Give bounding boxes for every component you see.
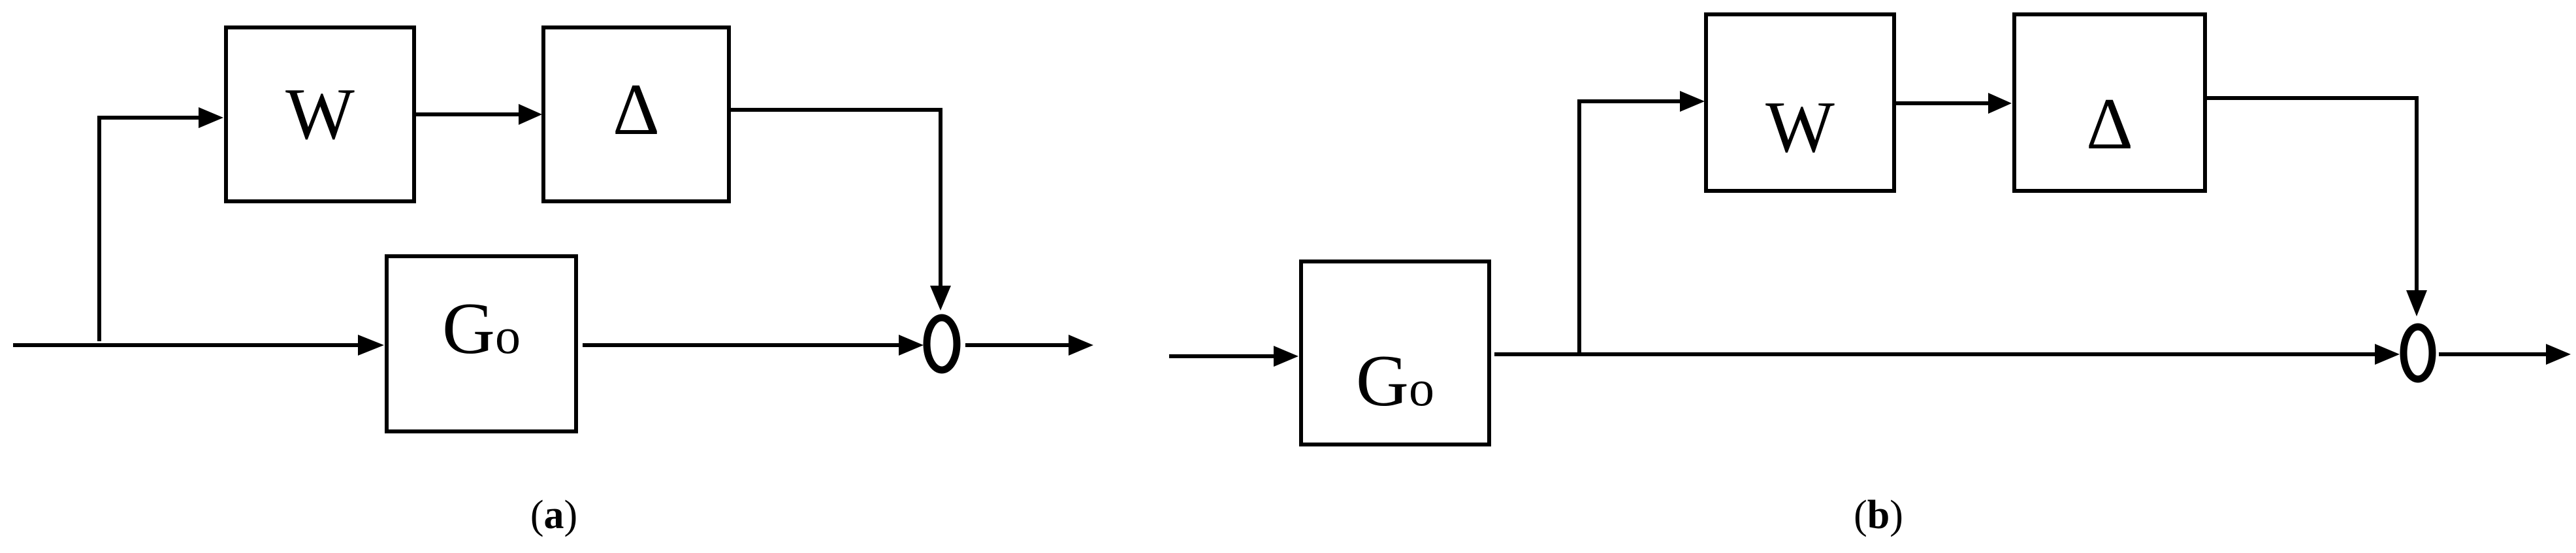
b-input-arrowhead [1274, 346, 1298, 367]
a-plant-label: Go [442, 288, 521, 369]
a-delta-to-sum-wire [730, 108, 942, 288]
b-caption: (b) [1854, 493, 1903, 537]
a-delta-to-sum-arrowhead [930, 286, 951, 310]
a-plant-block [385, 254, 578, 433]
b-uncertainty-label: Δ [2086, 84, 2133, 165]
b-delta-to-sum-wire [2206, 96, 2419, 291]
a-branch-wire [97, 116, 202, 341]
b-delta-to-sum-arrowhead [2406, 290, 2427, 316]
a-caption-letter: a [544, 493, 564, 537]
a-uncertainty-label: Δ [613, 69, 660, 150]
b-caption-letter: b [1867, 493, 1890, 537]
a-input-arrowhead [358, 335, 384, 356]
b-plant-label-main: G [1356, 341, 1409, 422]
panel-b: W Δ Go (b) [1169, 12, 2571, 537]
a-plant-label-main: G [442, 288, 495, 369]
a-w-to-delta-arrowhead [519, 104, 542, 125]
b-uncertainty-block [2012, 12, 2207, 193]
a-weight-label: W [285, 74, 355, 155]
a-branch-arrowhead [199, 107, 223, 128]
b-summing-junction [2400, 323, 2436, 383]
b-plant-label-subscript: o [1409, 360, 1434, 416]
b-branch-arrowhead [1680, 91, 1705, 112]
panel-a: W Δ Go (a) [13, 25, 1093, 537]
b-branch-wire [1577, 99, 1684, 354]
a-plant-to-sum-arrowhead [899, 335, 924, 356]
b-weight-label: W [1765, 87, 1835, 168]
a-output-arrowhead [1069, 335, 1093, 356]
b-output-arrowhead [2546, 344, 2571, 365]
b-weight-block [1704, 12, 1896, 193]
a-uncertainty-block [541, 25, 731, 203]
b-plant-label: Go [1356, 341, 1434, 422]
a-caption: (a) [530, 493, 577, 537]
a-summing-junction [923, 314, 961, 374]
b-w-to-delta-arrowhead [1988, 93, 2012, 114]
a-plant-label-subscript: o [495, 307, 521, 364]
a-weight-block [224, 25, 416, 203]
b-plant-to-sum-arrowhead [2375, 344, 2400, 365]
b-plant-block [1299, 260, 1491, 446]
